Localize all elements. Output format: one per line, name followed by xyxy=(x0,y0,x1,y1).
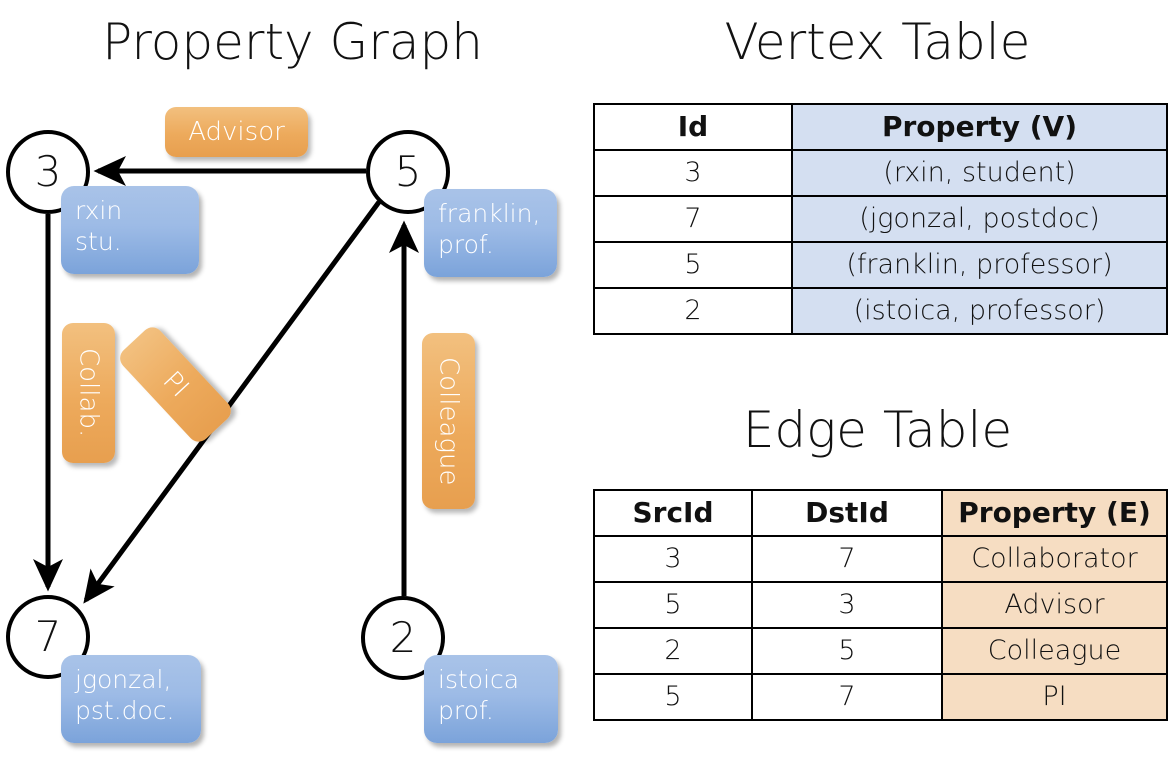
page-title-property-graph: Property Graph xyxy=(102,13,483,71)
edge-cell-property: Colleague xyxy=(941,627,1168,675)
vertex-table: Id Property (V) 3 (rxin, student) 7 (jgo… xyxy=(593,103,1168,335)
edge-cell-src: 2 xyxy=(593,627,753,675)
edge-label-pi-text: PI xyxy=(156,365,195,404)
vertex-table-header-row: Id Property (V) xyxy=(593,103,1168,151)
edge-label-collab-text: Collab. xyxy=(73,348,104,438)
vertex-property-box-franklin: franklin, prof. xyxy=(424,189,557,277)
vertex-cell-id: 2 xyxy=(593,287,793,335)
page-title-vertex-table: Vertex Table xyxy=(724,13,1031,71)
edge-cell-src: 5 xyxy=(593,581,753,629)
edge-cell-dst: 3 xyxy=(751,581,943,629)
page-title-edge-table: Edge Table xyxy=(742,401,1013,459)
edge-label-collab: Collab. xyxy=(62,323,115,463)
vertex-property-box-istoica: istoica prof. xyxy=(424,655,558,743)
edge-cell-src: 5 xyxy=(593,673,753,721)
vertex-cell-property: (jgonzal, postdoc) xyxy=(791,195,1168,243)
table-row: 5 3 Advisor xyxy=(593,581,1168,629)
vertex-cell-property: (istoica, professor) xyxy=(791,287,1168,335)
table-row: 2 5 Colleague xyxy=(593,627,1168,675)
vertex-cell-id: 3 xyxy=(593,149,793,197)
table-row: 7 (jgonzal, postdoc) xyxy=(593,195,1168,243)
table-row: 2 (istoica, professor) xyxy=(593,287,1168,335)
vertex-table-header-id: Id xyxy=(593,103,793,151)
edge-table: SrcId DstId Property (E) 3 7 Collaborato… xyxy=(593,489,1168,721)
edge-label-colleague: Colleague xyxy=(422,333,475,509)
edge-cell-dst: 5 xyxy=(751,627,943,675)
edge-table-header-property: Property (E) xyxy=(941,489,1168,537)
edge-label-advisor: Advisor xyxy=(165,107,308,157)
vertex-cell-id: 7 xyxy=(593,195,793,243)
vertex-cell-property: (rxin, student) xyxy=(791,149,1168,197)
edge-5-to-7 xyxy=(83,200,382,604)
edge-cell-src: 3 xyxy=(593,535,753,583)
edge-table-header-row: SrcId DstId Property (E) xyxy=(593,489,1168,537)
table-row: 3 7 Collaborator xyxy=(593,535,1168,583)
edge-cell-dst: 7 xyxy=(751,535,943,583)
vertex-property-box-jgonzal: jgonzal, pst.doc. xyxy=(61,655,201,743)
vertex-cell-property: (franklin, professor) xyxy=(791,241,1168,289)
edge-table-header-dstid: DstId xyxy=(751,489,943,537)
edge-cell-property: Collaborator xyxy=(941,535,1168,583)
edge-cell-property: Advisor xyxy=(941,581,1168,629)
property-graph-diagram: 3 5 7 2 rxin stu. franklin, prof. jgonza… xyxy=(6,107,558,743)
table-row: 3 (rxin, student) xyxy=(593,149,1168,197)
vertex-node-2[interactable]: 2 xyxy=(361,596,445,680)
table-row: 5 7 PI xyxy=(593,673,1168,721)
vertex-property-box-rxin: rxin stu. xyxy=(61,186,199,274)
edge-cell-property: PI xyxy=(941,673,1168,721)
edge-table-header-srcid: SrcId xyxy=(593,489,753,537)
vertex-cell-id: 5 xyxy=(593,241,793,289)
vertex-node-5[interactable]: 5 xyxy=(366,130,450,214)
edge-label-colleague-text: Colleague xyxy=(433,356,464,486)
edge-cell-dst: 7 xyxy=(751,673,943,721)
vertex-table-header-property: Property (V) xyxy=(791,103,1168,151)
graph-edge-arrows xyxy=(33,156,419,604)
table-row: 5 (franklin, professor) xyxy=(593,241,1168,289)
